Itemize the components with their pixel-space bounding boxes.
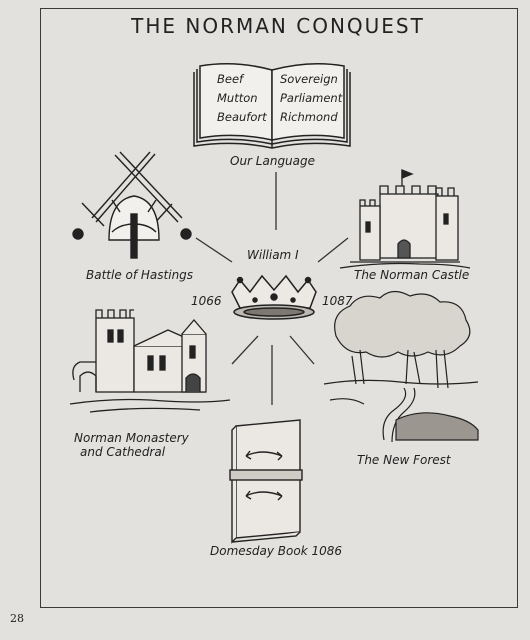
page-number: 28: [10, 612, 24, 625]
line-to-hastings: [195, 237, 233, 263]
book-word: Beef: [217, 72, 244, 86]
page-border: [40, 8, 518, 608]
crossed-swords-helmet-icon: [72, 151, 192, 259]
monastery-icon: [69, 309, 231, 413]
label-monastery-line2: and Cathedral: [80, 445, 166, 459]
label-monastery-line1: Norman Monastery: [74, 431, 189, 445]
label-year-1066: 1066: [191, 294, 222, 308]
label-battle-of-hastings: Battle of Hastings: [86, 268, 194, 282]
label-our-language: Our Language: [230, 154, 316, 168]
book-word: Sovereign: [280, 72, 338, 86]
book-words-left: Beef Mutton Beaufort: [217, 70, 267, 127]
label-new-forest: The New Forest: [357, 453, 451, 467]
crown-icon: [231, 274, 317, 320]
castle-icon: [339, 169, 471, 269]
book-word: Beaufort: [217, 110, 267, 124]
label-domesday-book: Domesday Book 1086: [210, 544, 343, 558]
line-to-castle: [317, 237, 349, 263]
book-words-right: Sovereign Parliament Richmond: [280, 70, 342, 127]
domesday-book-icon: [229, 419, 303, 544]
book-word: Richmond: [280, 110, 338, 124]
book-word: Parliament: [280, 91, 343, 105]
label-year-1087: 1087: [322, 294, 353, 308]
connector-lines: [195, 172, 349, 405]
line-to-forest: [289, 335, 315, 365]
label-norman-castle: The Norman Castle: [354, 268, 470, 282]
line-to-monastery: [231, 335, 259, 365]
open-book-icon: [193, 63, 351, 149]
forest-trees-icon: [323, 290, 479, 443]
page-title: THE NORMAN CONQUEST: [131, 14, 425, 38]
book-word: Mutton: [217, 91, 258, 105]
label-william-i: William I: [247, 248, 299, 262]
